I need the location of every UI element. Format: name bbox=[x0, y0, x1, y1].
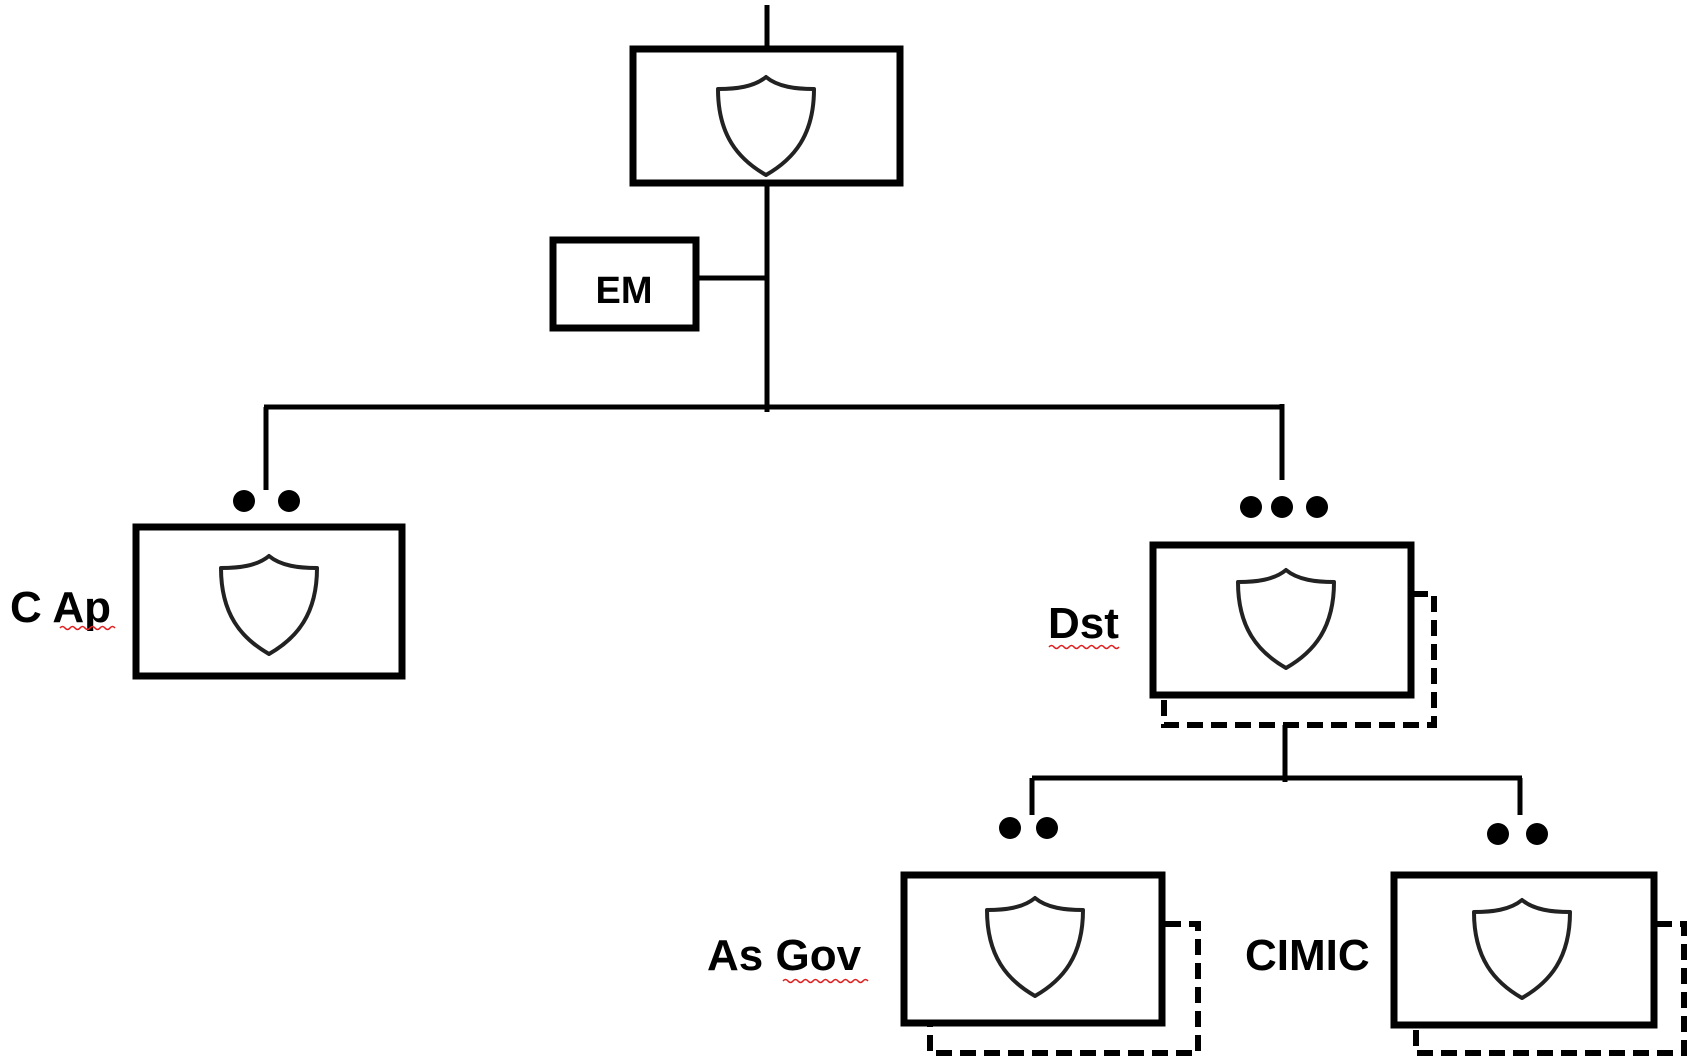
unit-label: Dst bbox=[1048, 599, 1119, 648]
unit-label: C Ap bbox=[10, 583, 111, 632]
dot-icon bbox=[233, 490, 255, 512]
dot-icon bbox=[1306, 496, 1328, 518]
unit-dst: Dst bbox=[1048, 496, 1437, 728]
connector-lines bbox=[263, 5, 1523, 815]
unit-label: CIMIC bbox=[1245, 931, 1370, 980]
dot-icon bbox=[1271, 496, 1293, 518]
dot-icon bbox=[1036, 817, 1058, 839]
dot-icon bbox=[1240, 496, 1262, 518]
dot-icon bbox=[278, 490, 300, 512]
unit-capp: C Ap bbox=[10, 490, 406, 680]
unit-cimic: CIMIC bbox=[1245, 823, 1687, 1056]
unit-top bbox=[629, 45, 904, 187]
staff-box-em: EM bbox=[549, 236, 700, 332]
dot-icon bbox=[999, 817, 1021, 839]
unit-label: As Gov bbox=[707, 931, 862, 980]
dot-icon bbox=[1487, 823, 1509, 845]
unit-asgov: As Gov bbox=[707, 817, 1201, 1056]
dot-icon bbox=[1526, 823, 1548, 845]
staff-label: EM bbox=[596, 270, 653, 312]
